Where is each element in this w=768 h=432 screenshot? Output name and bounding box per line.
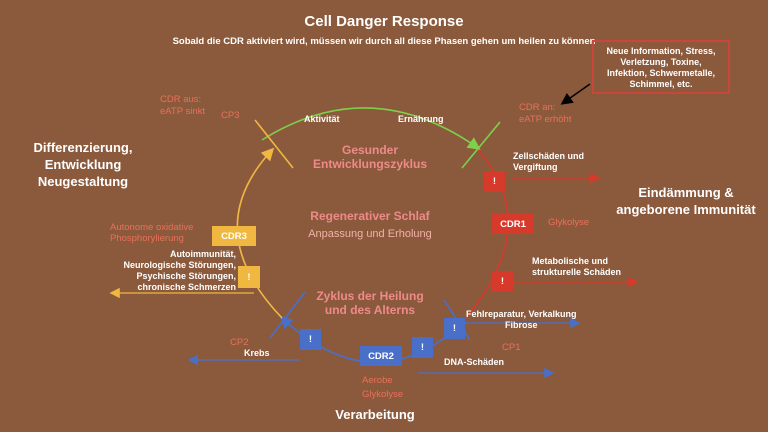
cdr3-box: CDR3 <box>212 226 256 246</box>
cdr-off-label: CDR aus: eATP sinkt <box>160 94 205 118</box>
cp2-tick <box>269 291 306 339</box>
diagram-title: Cell Danger Response <box>304 13 464 30</box>
repair-label: Fehlreparatur, Verkalkung Fibrose <box>466 309 577 331</box>
sleep-subtitle: Anpassung und Erholung <box>308 228 432 240</box>
oxphos-line: Phosphorylierung <box>110 233 184 244</box>
disorders-line: Neurologische Störungen, <box>123 260 236 270</box>
krebs-label: Krebs <box>244 348 270 358</box>
glycolysis-label: Glykolyse <box>548 217 590 228</box>
left-heading: Differenzierung, Entwicklung Neugestaltu… <box>18 139 148 190</box>
aerobic-line: Glykolyse <box>362 389 404 400</box>
arrow-trigger <box>560 83 591 105</box>
label-nutrition: Ernährung <box>398 114 444 124</box>
alert-box-blue-left: ! <box>300 329 321 350</box>
healing-line: und des Alterns <box>324 303 416 317</box>
oxphos-label: Autonome oxidative Phosphorylierung <box>110 222 193 244</box>
left-heading-line: Differenzierung, <box>33 140 133 155</box>
metabolic-line: Metabolische und <box>532 256 609 266</box>
alert-box-blue-mid: ! <box>412 337 433 358</box>
repair-line: Fibrose <box>505 320 538 330</box>
alert-box-red-bottom: ! <box>492 271 513 292</box>
oxphos-line: Autonome oxidative <box>110 222 194 233</box>
alert-box-red-top: ! <box>484 171 505 192</box>
alert-box-yellow: ! <box>238 266 260 288</box>
bottom-heading: Verarbeitung <box>335 407 415 422</box>
healthy-line: Entwicklungszyklus <box>312 157 428 171</box>
aerobic-glycolysis-label: Aerobe Glykolyse <box>362 374 403 402</box>
disorders-line: Psychische Störungen, <box>136 271 236 281</box>
cdr-off-line: CDR aus: <box>160 94 202 105</box>
left-heading-line: Neugestaltung <box>37 174 129 189</box>
healing-cycle-label: Zyklus der Heilung und des Alterns <box>300 289 440 317</box>
healthy-line: Gesunder <box>341 143 398 157</box>
label-activity: Aktivität <box>304 114 340 124</box>
cp3-label: CP3 <box>221 110 240 121</box>
cdr-on-label: CDR an: eATP erhöht <box>519 102 571 126</box>
trigger-line: Schimmel, etc. <box>629 79 693 89</box>
right-heading-line: angeborene Immunität <box>616 202 756 217</box>
aerobic-line: Aerobe <box>362 375 393 386</box>
cdr2-box: CDR2 <box>360 346 402 366</box>
right-heading-line: Eindämmung & <box>638 185 734 200</box>
healing-line: Zyklus der Heilung <box>316 289 424 303</box>
right-heading: Eindämmung & angeborene Immunität <box>604 184 768 218</box>
cell-damage-line: Vergiftung <box>513 162 558 172</box>
diagram-subtitle: Sobald die CDR aktiviert wird, müssen wi… <box>172 36 596 47</box>
red-arc <box>452 149 509 333</box>
cell-damage-line: Zellschäden und <box>513 151 585 161</box>
trigger-line: Verletzung, Toxine, <box>620 57 702 67</box>
trigger-line: Neue Information, Stress, <box>606 46 716 56</box>
cp2-label: CP2 <box>230 337 249 348</box>
disorders-line: chronische Schmerzen <box>137 282 236 292</box>
cell-damage-label: Zellschäden und Vergiftung <box>513 151 584 173</box>
cdr-off-line: eATP sinkt <box>160 106 206 117</box>
disorders-label: Autoimmunität, Neurologische Störungen, … <box>102 249 236 293</box>
trigger-box: Neue Information, Stress, Verletzung, To… <box>592 40 730 94</box>
cdr-on-line: eATP erhöht <box>519 114 572 125</box>
metabolic-damage-label: Metabolische und strukturelle Schäden <box>532 256 621 278</box>
alert-box-blue-right: ! <box>444 318 465 339</box>
cp3-tick <box>254 119 294 169</box>
dna-damage-label: DNA-Schäden <box>444 357 505 367</box>
cdr1-box: CDR1 <box>492 214 534 234</box>
cdr-on-tick <box>461 121 501 169</box>
green-arc <box>261 107 481 150</box>
metabolic-line: strukturelle Schäden <box>532 267 622 277</box>
healthy-cycle-label: Gesunder Entwicklungszyklus <box>300 143 440 171</box>
cp1-label: CP1 <box>502 342 521 353</box>
sleep-title: Regenerativer Schlaf <box>310 209 430 223</box>
cdr-on-line: CDR an: <box>519 102 556 113</box>
left-heading-line: Entwicklung <box>44 157 122 172</box>
trigger-line: Infektion, Schwermetalle, <box>606 68 716 78</box>
repair-line: Fehlreparatur, Verkalkung <box>466 309 577 319</box>
disorders-line: Autoimmunität, <box>170 249 236 259</box>
